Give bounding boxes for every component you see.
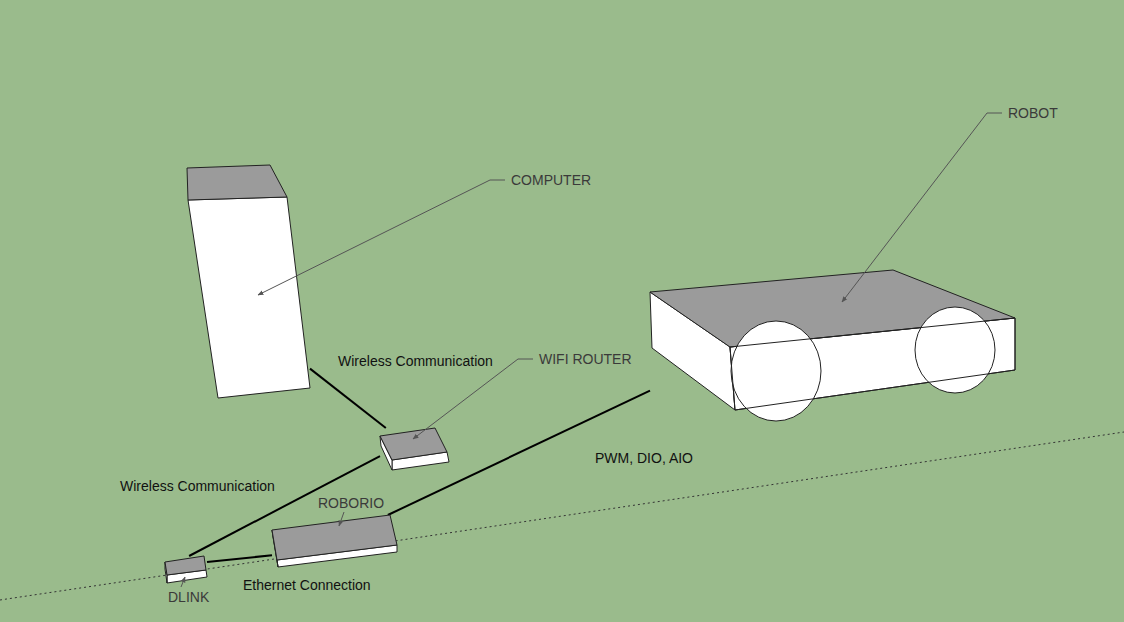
leader-line (181, 577, 185, 587)
component-illustration (165, 556, 207, 583)
component-node: ROBORIO (272, 515, 397, 567)
component-label: WIFI ROUTER (539, 351, 632, 367)
component-illustration (380, 428, 449, 470)
ground-line (0, 432, 1124, 600)
shape-face (188, 197, 310, 398)
component-illustration (272, 515, 397, 567)
component-node: DLINK (165, 556, 207, 583)
wheel (731, 321, 821, 421)
shape-face (165, 556, 206, 575)
leader-line (842, 113, 1002, 302)
connection-line (207, 555, 272, 562)
leader-line (339, 512, 344, 526)
component-illustration (650, 270, 1015, 422)
connection-label: PWM, DIO, AIO (593, 450, 695, 466)
connection-label: Wireless Communication (336, 353, 495, 369)
component-label: DLINK (168, 589, 209, 605)
component-node: COMPUTER (187, 165, 310, 398)
component-illustration (187, 165, 310, 398)
component-node: WIFI ROUTER (380, 428, 449, 470)
leader-line (413, 359, 533, 439)
component-node: ROBOT (650, 270, 1015, 422)
shape-face (380, 428, 447, 460)
component-label: COMPUTER (511, 172, 591, 188)
wheel (915, 307, 995, 393)
component-label: ROBORIO (318, 495, 384, 511)
leader-line (258, 180, 505, 295)
shape-face (187, 165, 287, 200)
component-label: ROBOT (1008, 105, 1058, 121)
connection-label: Ethernet Connection (241, 577, 373, 593)
body-edge (730, 318, 1015, 410)
shape-face (272, 515, 397, 560)
connection-label: Wireless Communication (118, 478, 277, 494)
connection-line (310, 369, 386, 428)
